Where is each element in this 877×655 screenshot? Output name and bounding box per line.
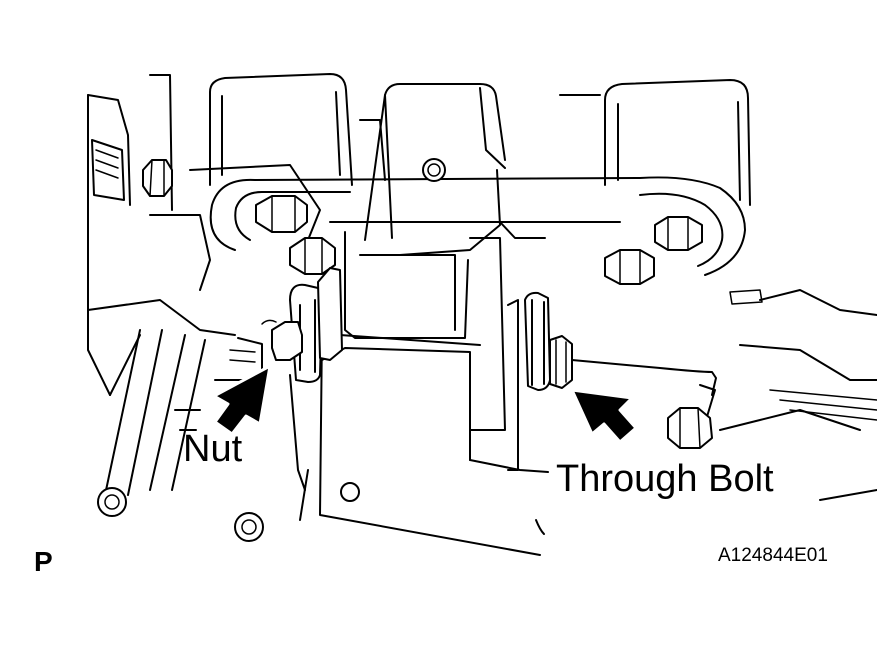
view-marker-label: P (34, 546, 53, 577)
left-linkage (97, 329, 264, 542)
nut-and-bolt (261, 319, 717, 449)
nut-label: Nut (183, 428, 243, 470)
lower-bracket (299, 329, 549, 556)
bracket-bolts (142, 159, 703, 285)
engine-block (87, 74, 877, 501)
figure-code-label: A124844E01 (718, 545, 828, 566)
mount-bracket-bar (209, 176, 746, 276)
nut-callout-arrow (212, 364, 272, 436)
bolt-callout-arrow (570, 388, 638, 444)
through-bolt-label: Through Bolt (556, 458, 774, 500)
intake-runners (209, 73, 751, 206)
engine-mount-body (339, 83, 506, 431)
mount-side-plates (289, 267, 551, 491)
